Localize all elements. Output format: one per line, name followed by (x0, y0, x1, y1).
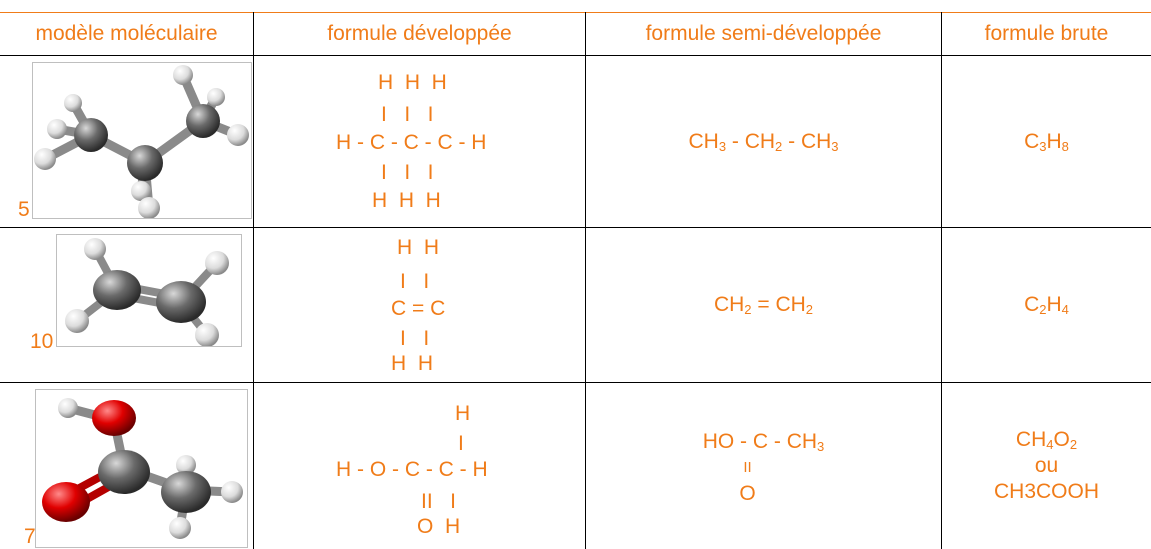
semi-formula-text: HO - C - CH3 II O (702, 430, 825, 505)
molecule-image-acetic-acid (35, 389, 248, 548)
header-model: modèle moléculaire (35, 22, 218, 45)
developed-line: H H H (372, 189, 441, 212)
semi-formula: CH3 - CH2 - CH3 (586, 56, 941, 227)
developed-bond-line: I I I (381, 161, 434, 184)
developed-bond-line: I I I (381, 103, 434, 126)
semi-formula-text: CH2 = CH2 (713, 293, 814, 317)
molecule-number: 10 (30, 330, 54, 353)
grid-line-v2 (585, 12, 586, 549)
developed-bond-line: I (458, 432, 464, 455)
grid-line-h-row2 (0, 382, 1151, 383)
developed-line: H H H (378, 71, 447, 94)
raw-formula-text: CH4O2 ou CH3COOH (993, 428, 1099, 503)
acetic-acid-ball-stick-model (42, 398, 243, 539)
developed-line: H H (397, 236, 439, 259)
header-raw: formule brute (984, 22, 1109, 45)
molecule-image-propane (32, 62, 252, 219)
grid-line-h-row1 (0, 227, 1151, 228)
raw-formula-text: C3H8 (1024, 129, 1069, 154)
developed-line: O H (417, 515, 461, 538)
developed-line: H - O - C - C - H (336, 458, 488, 481)
semi-formula-text: CH3 - CH2 - CH3 (688, 129, 839, 154)
developed-line: H H (391, 352, 433, 375)
ethene-ball-stick-model (65, 238, 229, 346)
grid-line-v3 (941, 12, 942, 549)
header-developed: formule développée (327, 22, 512, 45)
developed-bond-line: I I (400, 327, 430, 350)
molecule-number: 7 (24, 525, 36, 548)
semi-formula: CH2 = CH2 (586, 228, 941, 382)
raw-formula-text: C2H4 (1024, 293, 1069, 317)
raw-formula: C2H4 (942, 228, 1151, 382)
header-semi: formule semi-développée (645, 22, 882, 45)
developed-line: H (455, 402, 471, 425)
semi-formula: HO - C - CH3 II O (586, 383, 941, 549)
propane-ball-stick-model (34, 65, 249, 218)
header-top-rule (0, 12, 1151, 13)
raw-formula: CH4O2 ou CH3COOH (942, 383, 1151, 549)
developed-bond-line: I I (400, 270, 430, 293)
grid-line-v1 (253, 12, 254, 549)
grid-line-h-header (0, 55, 1151, 56)
molecule-number: 5 (18, 198, 30, 221)
developed-line: H - C - C - C - H (336, 131, 487, 154)
molecule-image-ethene (56, 234, 242, 347)
developed-line: C = C (391, 297, 446, 320)
raw-formula: C3H8 (942, 56, 1151, 227)
developed-bond-line: II I (421, 490, 457, 513)
